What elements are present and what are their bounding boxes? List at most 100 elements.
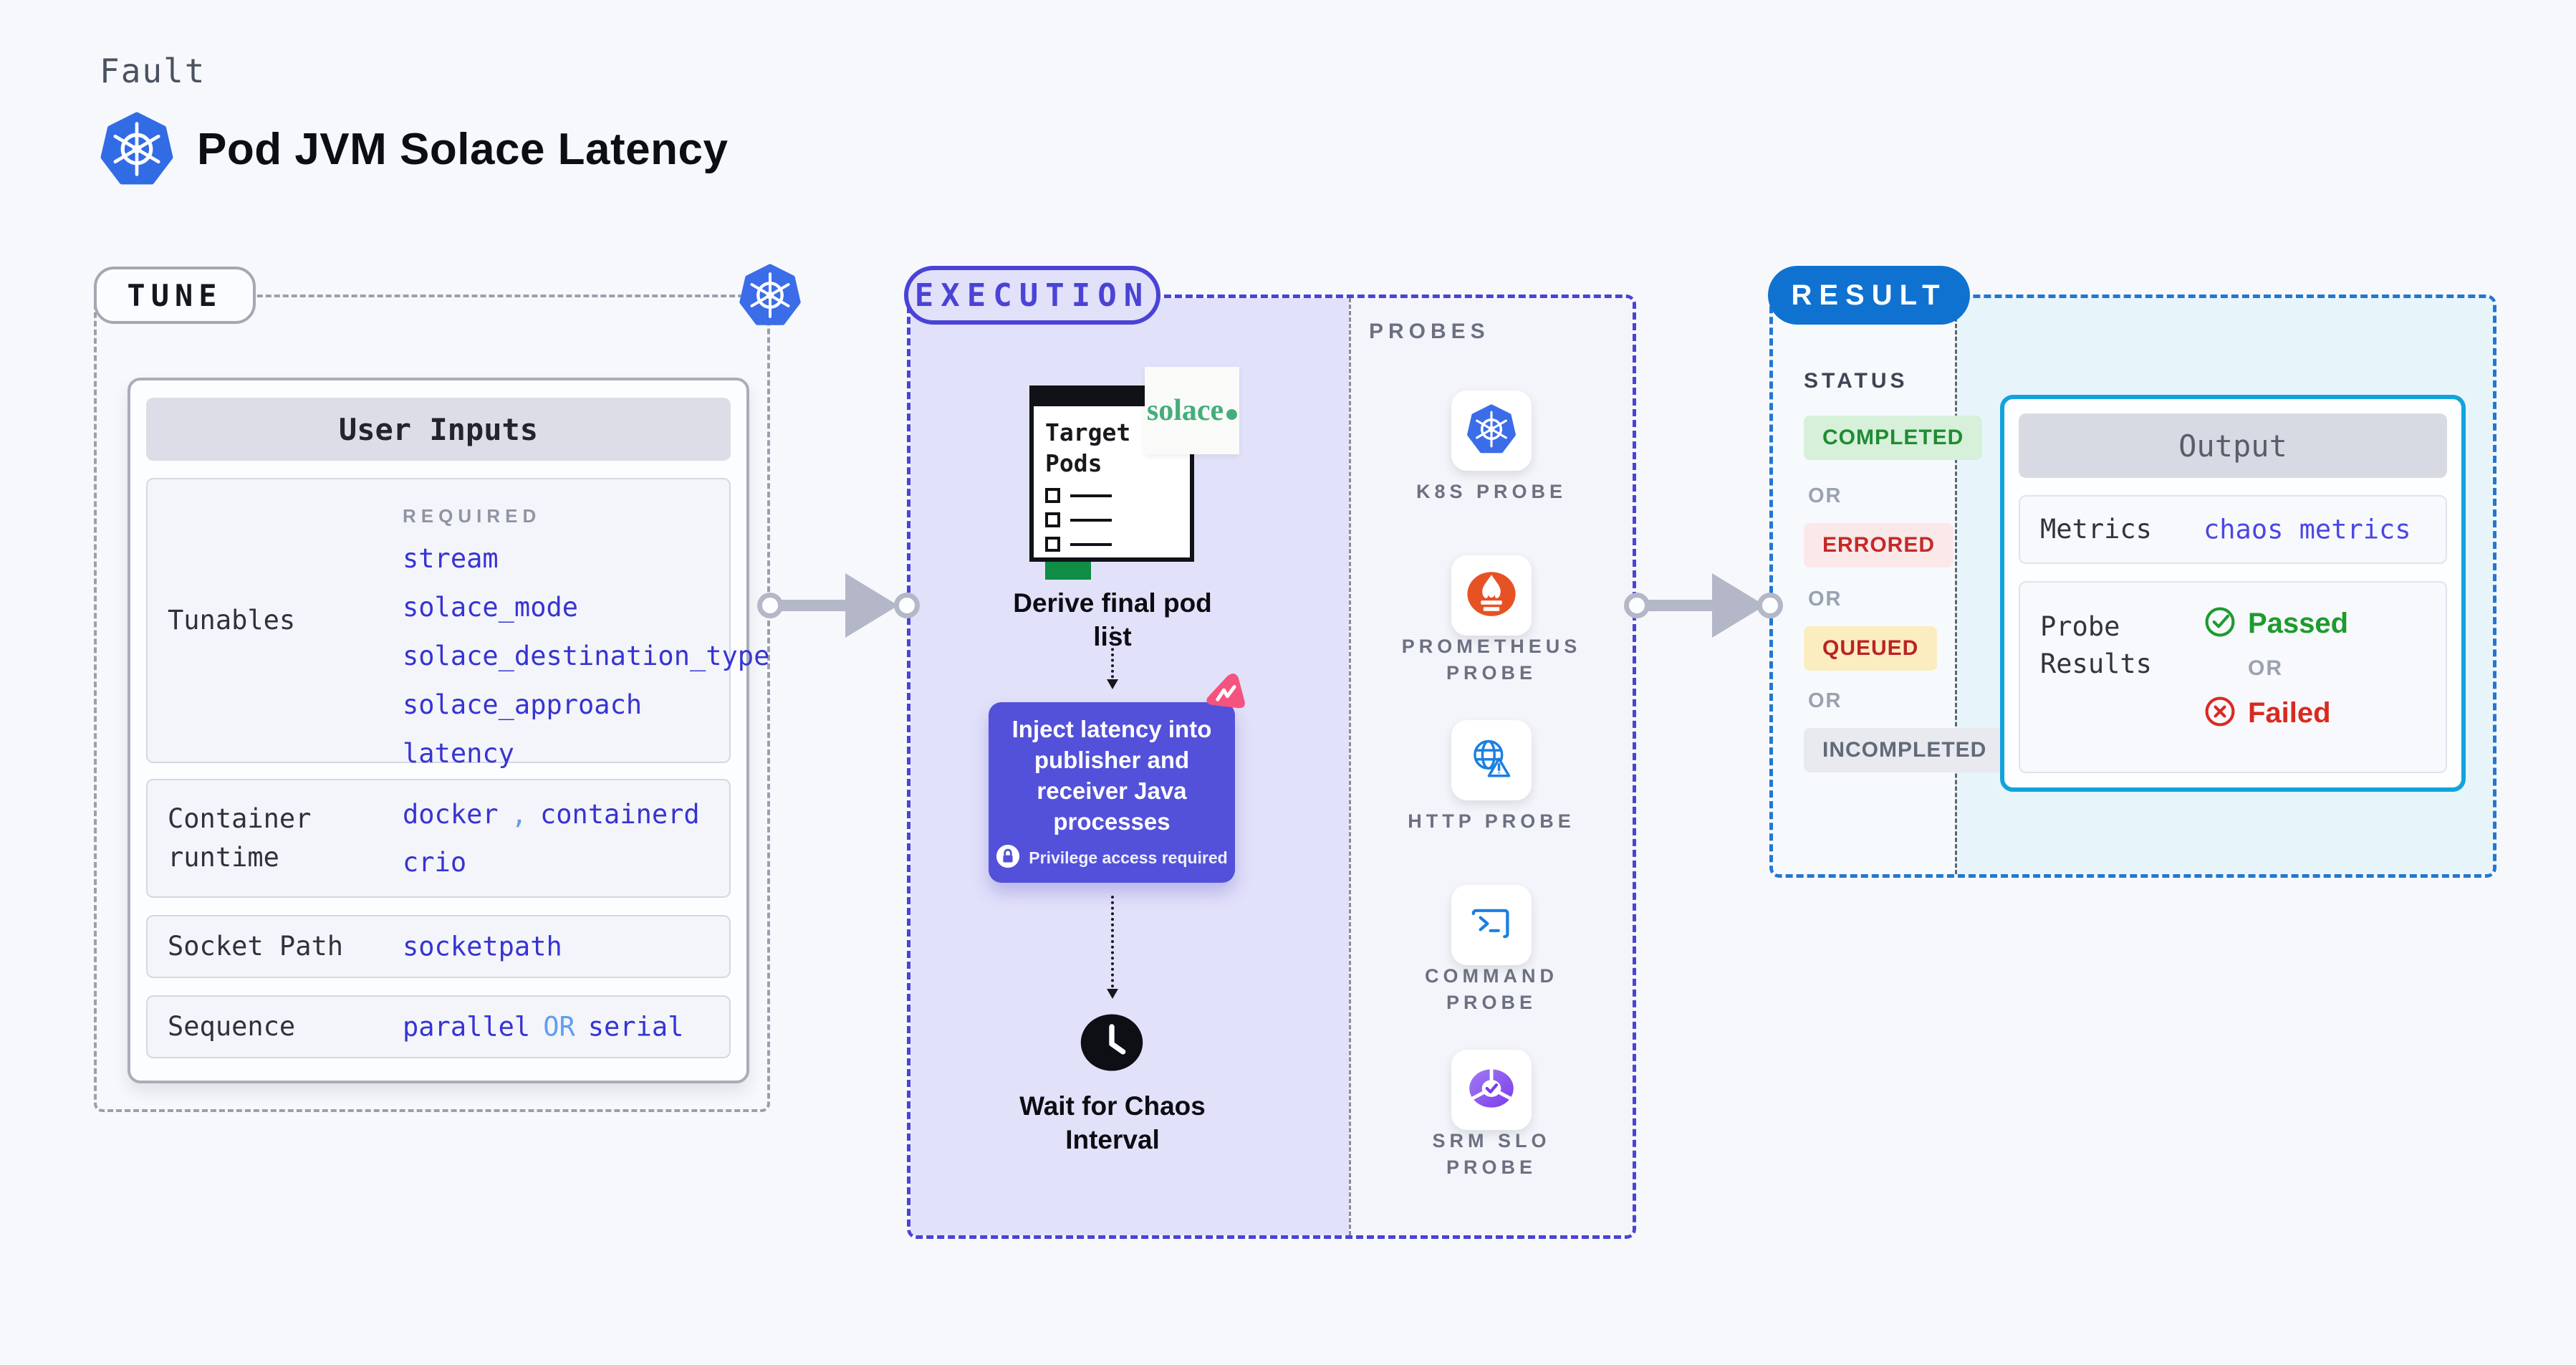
flow-arrow-icon <box>1107 896 1118 999</box>
inject-latency-step: Inject latency into publisher and receiv… <box>989 702 1235 883</box>
user-inputs-title: User Inputs <box>146 398 731 461</box>
panel-divider <box>1955 298 1957 874</box>
metrics-label: Metrics <box>2040 514 2152 545</box>
inject-text-line: Inject latency into <box>1011 715 1212 742</box>
k8s-probe-tile <box>1451 391 1532 471</box>
tune-section-box <box>94 294 770 1112</box>
arrow-head-icon <box>1712 573 1765 638</box>
socket-path-label: Socket Path <box>168 931 344 962</box>
wait-chaos-caption: Wait for Chaos Interval <box>1019 1091 1206 1154</box>
status-badge-errored: ERRORED <box>1804 523 1954 567</box>
clock-icon <box>1079 1010 1145 1076</box>
socket-path-row: Socket Path socketpath <box>146 915 731 978</box>
inject-text-line: receiver Java <box>1037 777 1187 804</box>
probes-header: PROBES <box>1369 320 1490 343</box>
connector-ring <box>1757 593 1783 618</box>
execution-badge: EXECUTION <box>904 266 1160 325</box>
solace-logo-tile: solace <box>1145 367 1239 454</box>
probe-label: PROMETHEUS PROBE <box>1401 636 1582 684</box>
output-title: Output <box>2019 413 2447 478</box>
metrics-value-link: chaos metrics <box>2203 514 2411 545</box>
kubernetes-icon <box>100 112 174 186</box>
probe-results-label: Probe Results <box>2040 611 2152 679</box>
status-panel <box>1773 298 1955 874</box>
command-probe-tile <box>1451 885 1532 965</box>
status-badge-incompleted: INCOMPLETED <box>1804 728 2006 772</box>
container-runtime-label: Container runtime <box>168 803 312 873</box>
status-header: STATUS <box>1804 369 1908 393</box>
derive-pod-list-caption: Derive final pod list <box>1013 588 1212 651</box>
fault-eyebrow: Fault <box>100 52 206 90</box>
value-separator: , <box>511 799 527 830</box>
status-badge-completed: COMPLETED <box>1804 416 1983 460</box>
checkbox-row <box>1045 537 1183 552</box>
tunable-item: solace_mode <box>403 592 579 623</box>
arrow-line <box>778 600 850 611</box>
kubernetes-icon <box>739 264 802 327</box>
result-badge: RESULT <box>1768 266 1970 325</box>
solace-logo: solace <box>1147 393 1238 428</box>
sequence-label: Sequence <box>168 1011 296 1042</box>
socket-path-value: socketpath <box>403 931 562 962</box>
container-runtime-row: Container runtime docker , containerd cr… <box>146 779 731 898</box>
probe-label: COMMAND PROBE <box>1425 965 1558 1013</box>
checkbox-row <box>1045 512 1183 527</box>
failed-label: Failed <box>2248 697 2331 729</box>
http-probe-tile <box>1451 720 1532 800</box>
inject-text-line: processes <box>1053 808 1171 835</box>
status-badge-queued: QUEUED <box>1804 626 1938 671</box>
or-separator: OR <box>1808 689 1842 712</box>
tunables-row: Tunables REQUIRED stream solace_mode sol… <box>146 478 769 769</box>
progress-bar <box>1045 562 1091 580</box>
probe-label: HTTP PROBE <box>1408 810 1575 832</box>
title-row: Pod JVM Solace Latency <box>100 112 728 186</box>
kubernetes-icon <box>1466 403 1517 458</box>
chaos-icon <box>1200 670 1250 717</box>
tunable-item: solace_destination_type <box>403 641 770 671</box>
required-label: REQUIRED <box>403 505 542 527</box>
container-runtime-values: docker , containerd crio <box>403 799 700 878</box>
or-separator: OR <box>2248 656 2283 680</box>
tunables-label: Tunables <box>168 605 296 636</box>
tunable-item: stream <box>403 543 499 574</box>
panel-divider <box>1349 298 1351 1235</box>
prometheus-icon <box>1466 569 1517 623</box>
probe-label: SRM SLO PROBE <box>1432 1130 1551 1178</box>
connector-ring <box>757 593 783 618</box>
http-globe-icon <box>1466 734 1517 787</box>
or-separator: OR <box>1808 588 1842 610</box>
page-title: Pod JVM Solace Latency <box>197 124 729 174</box>
probe-label: K8S PROBE <box>1416 481 1567 502</box>
arrow-head-icon <box>845 573 898 638</box>
probe-results-row: Probe Results Passed OR <box>2019 581 2447 773</box>
metrics-row: Metrics chaos metrics <box>2019 495 2447 564</box>
sequence-row: Sequence parallel OR serial <box>146 995 731 1058</box>
lock-icon <box>996 844 1020 872</box>
sequence-value: parallel <box>403 1011 531 1043</box>
solace-dot-icon <box>1226 409 1238 420</box>
checkbox-row <box>1045 488 1183 503</box>
connector-ring <box>894 593 920 618</box>
target-pods-title: Target Pods <box>1045 418 1131 477</box>
or-separator: OR <box>1808 484 1842 507</box>
tune-badge: TUNE <box>94 267 256 324</box>
check-circle-icon <box>2203 605 2236 642</box>
runtime-value: containerd <box>539 799 700 830</box>
or-separator: OR <box>543 1011 575 1043</box>
sequence-value: serial <box>587 1011 684 1043</box>
terminal-icon <box>1466 899 1517 952</box>
srm-slo-probe-tile <box>1451 1050 1532 1130</box>
runtime-value: docker <box>403 799 499 830</box>
connector-ring <box>1624 593 1650 618</box>
privilege-note: Privilege access required <box>1029 848 1228 867</box>
tunables-values: REQUIRED stream solace_mode solace_desti… <box>403 501 769 769</box>
tunable-item: solace_approach <box>403 689 643 720</box>
tunable-item: latency <box>403 738 514 769</box>
srm-slo-icon <box>1466 1063 1517 1117</box>
prometheus-probe-tile <box>1451 555 1532 636</box>
inject-text-line: publisher and <box>1034 746 1190 773</box>
runtime-value: crio <box>403 847 467 878</box>
arrow-line <box>1645 600 1716 611</box>
passed-label: Passed <box>2248 608 2349 639</box>
